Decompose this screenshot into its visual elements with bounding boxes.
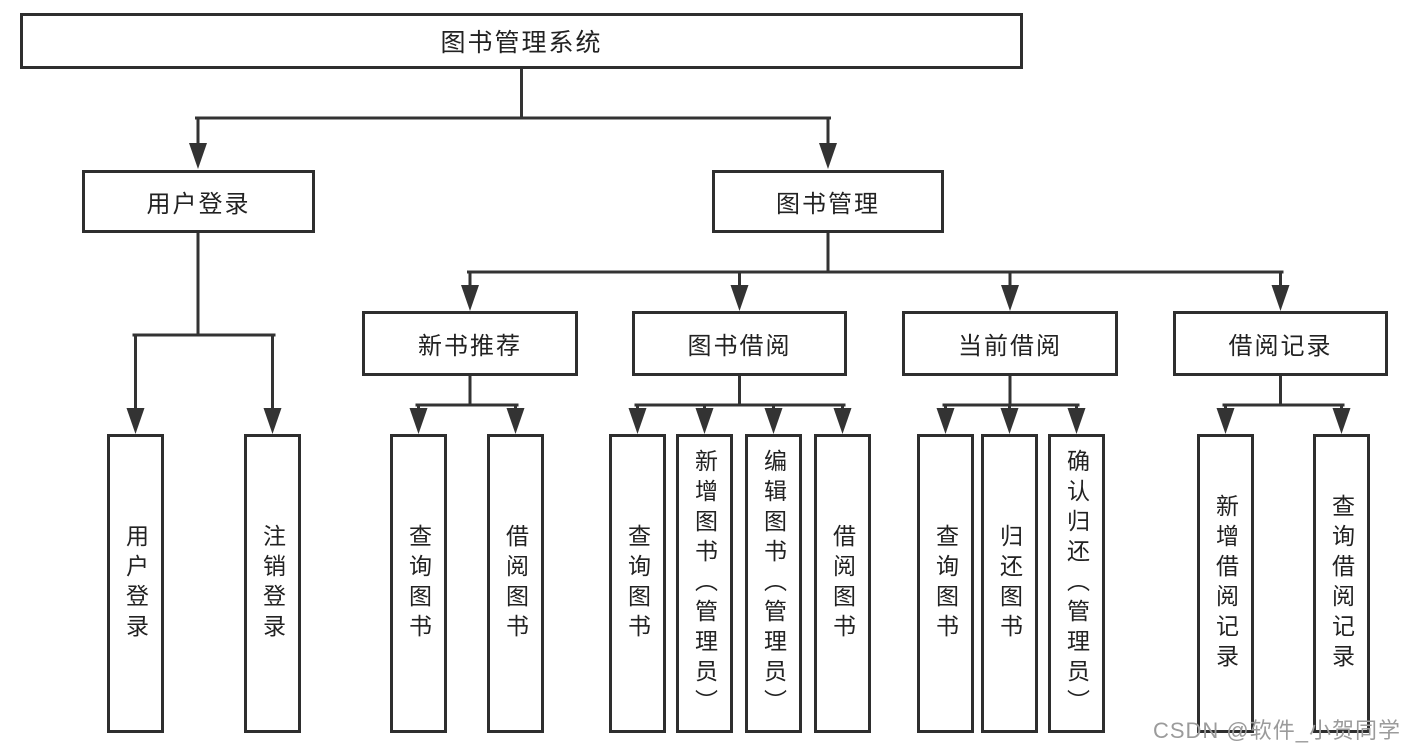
arrow-icon xyxy=(1271,285,1290,311)
edge-root-to-level2 xyxy=(195,66,831,148)
arrow-icon xyxy=(833,408,852,434)
arrow-icon xyxy=(506,408,525,434)
leaf-borrow-books: 借阅图书 xyxy=(814,434,871,733)
arrow-icon xyxy=(1000,408,1019,434)
leaf-edit-books-admin: 编辑图书（管理员） xyxy=(745,434,802,733)
edge-bookborrow-to-leaves xyxy=(634,374,846,414)
arrow-icon xyxy=(1067,408,1086,434)
leaf-add-books-admin: 新增图书（管理员） xyxy=(676,434,733,733)
leaf-query-books-current: 查询图书 xyxy=(917,434,974,733)
arrow-icon xyxy=(730,285,749,311)
leaf-query-books-borrow: 查询图书 xyxy=(609,434,666,733)
node-book-borrowing: 图书借阅 xyxy=(632,311,847,376)
watermark: CSDN @软件_小贺同学 xyxy=(1152,718,1401,743)
node-book-management: 图书管理 xyxy=(712,170,944,233)
arrow-icon xyxy=(695,408,714,434)
node-current-borrowing: 当前借阅 xyxy=(902,311,1118,376)
edge-records-to-leaves xyxy=(1222,374,1345,414)
leaf-borrow-books-recommend: 借阅图书 xyxy=(487,434,544,733)
node-borrowing-records: 借阅记录 xyxy=(1173,311,1388,376)
leaf-logout: 注销登录 xyxy=(244,434,301,733)
leaf-query-borrow-record: 查询借阅记录 xyxy=(1313,434,1370,733)
edge-newbook-to-leaves xyxy=(415,374,519,414)
arrow-icon xyxy=(461,285,479,311)
arrow-icon xyxy=(189,143,207,169)
node-library-management-system: 图书管理系统 xyxy=(20,13,1023,69)
leaf-add-borrow-record: 新增借阅记录 xyxy=(1197,434,1254,733)
edge-bookmgmt-to-level3 xyxy=(467,230,1284,290)
arrow-icon xyxy=(1001,285,1019,311)
arrow-icon xyxy=(263,408,282,434)
arrow-icon xyxy=(819,143,837,169)
arrow-icon xyxy=(1332,408,1351,434)
edge-userlogin-to-leaves xyxy=(132,230,276,413)
arrow-icon xyxy=(628,408,647,434)
arrow-icon xyxy=(1216,408,1235,434)
node-new-book-recommendation: 新书推荐 xyxy=(362,311,578,376)
edge-currentborrow-to-leaves xyxy=(942,374,1080,414)
arrow-icon xyxy=(764,408,783,434)
leaf-return-books: 归还图书 xyxy=(981,434,1038,733)
arrow-icon xyxy=(409,408,428,434)
node-user-login: 用户登录 xyxy=(82,170,315,233)
leaf-confirm-return-admin: 确认归还（管理员） xyxy=(1048,434,1105,733)
leaf-query-books-recommend: 查询图书 xyxy=(390,434,447,733)
arrow-icon xyxy=(936,408,955,434)
arrow-icon xyxy=(126,408,145,434)
leaf-user-login: 用户登录 xyxy=(107,434,164,733)
